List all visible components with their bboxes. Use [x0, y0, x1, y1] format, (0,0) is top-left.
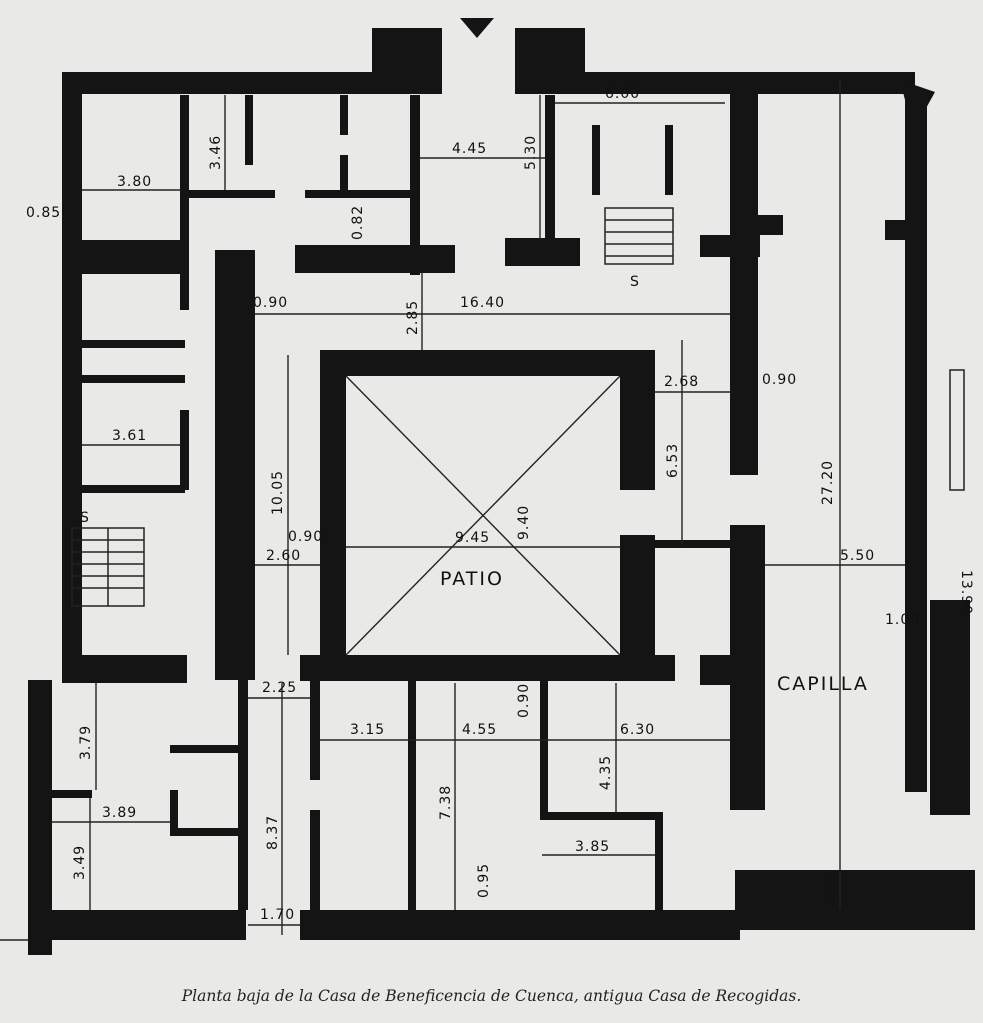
- dim-label: 0.85: [26, 205, 61, 221]
- dim-label: 0.90: [762, 372, 797, 388]
- dim-label: 3.79: [78, 725, 94, 760]
- dim-label: 3.61: [112, 428, 147, 444]
- dim-label: 1.70: [260, 907, 295, 923]
- dim-label: 5.50: [840, 548, 875, 564]
- dim-label: 3.49: [72, 845, 88, 880]
- stairs-label: S: [80, 510, 90, 526]
- dim-label: 3.85: [575, 839, 610, 855]
- dim-label: 9.40: [516, 505, 532, 540]
- dimension-lines: [0, 80, 905, 941]
- dim-label: 0.90: [253, 295, 288, 311]
- walls: [28, 28, 975, 955]
- dim-label: 6.53: [665, 443, 681, 478]
- dim-label: 3.89: [102, 805, 137, 821]
- dim-label: 4.55: [462, 722, 497, 738]
- dim-label: 0.95: [823, 870, 839, 905]
- patio-diagonals: [345, 375, 621, 656]
- dim-label: 6.30: [620, 722, 655, 738]
- dim-label: 8.37: [265, 815, 281, 850]
- dim-label: 3.80: [117, 174, 152, 190]
- dim-label: 4.35: [598, 755, 614, 790]
- room-label-chapel: CAPILLA: [777, 673, 869, 695]
- dim-label: 2.85: [405, 300, 421, 335]
- dim-label: 2.25: [262, 680, 297, 696]
- dim-label: 0.95: [476, 863, 492, 898]
- dim-label: 2.60: [266, 548, 301, 564]
- dim-label: 13.90: [958, 570, 974, 615]
- dim-label: 6.00: [605, 86, 640, 102]
- entrance-arrow-icon: [460, 18, 494, 38]
- dim-label: 9.45: [455, 530, 490, 546]
- dim-label: 0.90: [288, 529, 323, 545]
- dim-label: 2.68: [664, 374, 699, 390]
- dim-label: 0.90: [516, 683, 532, 718]
- dim-label: 10.05: [270, 470, 286, 515]
- dim-label: 4.45: [452, 141, 487, 157]
- stairs-label: S: [630, 274, 640, 290]
- dim-label: 16.40: [460, 295, 505, 311]
- dim-label: 7.38: [438, 785, 454, 820]
- dim-label: 0.82: [350, 205, 366, 240]
- dimension-labels: 6.00 4.45 5.30 3.46 3.80 0.85 0.82 0.90 …: [26, 86, 974, 923]
- dim-label: 1.00: [885, 612, 920, 628]
- dim-label: 5.30: [523, 135, 539, 170]
- figure-caption: Planta baja de la Casa de Beneficencia d…: [181, 987, 802, 1005]
- dim-label: 3.15: [350, 722, 385, 738]
- stairs: [71, 207, 965, 607]
- room-label-patio: PATIO: [440, 568, 504, 590]
- dim-label: 27.20: [820, 460, 836, 505]
- dim-label: 3.46: [208, 135, 224, 170]
